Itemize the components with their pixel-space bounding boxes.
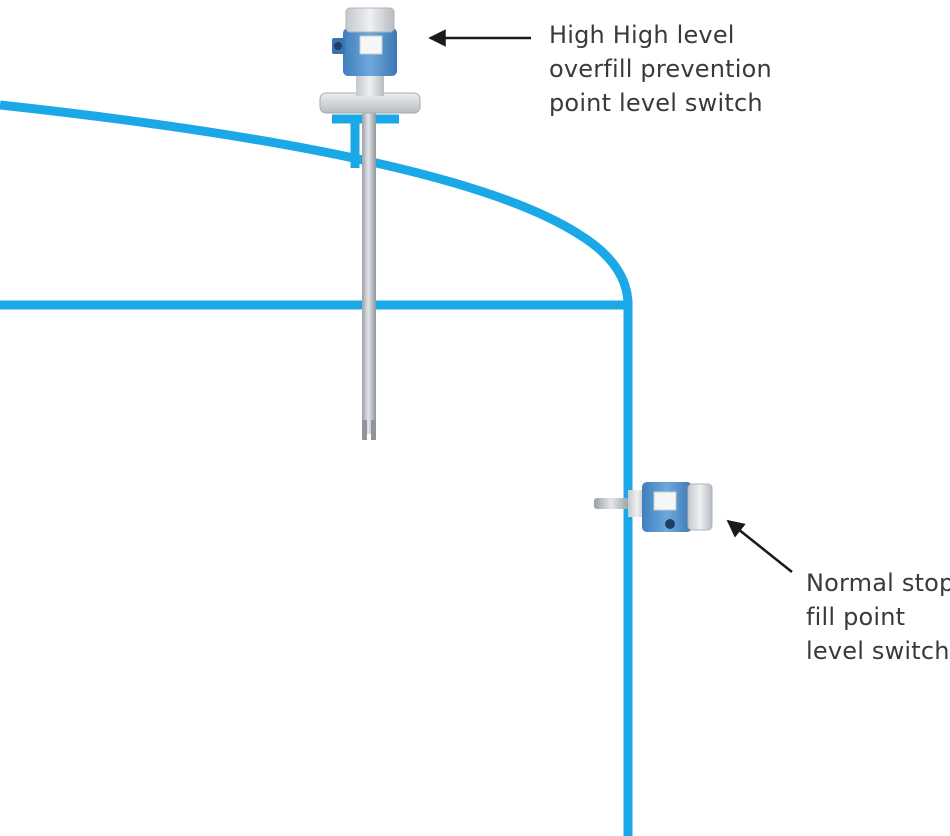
tank-outline [0,100,633,836]
callout-line: level switch [806,637,950,665]
normal-stop-switch-label: Normal stop fill point level switch [806,566,950,668]
callout-line: point level switch [549,89,763,117]
high-high-switch-label: High High level overfill prevention poin… [549,18,772,120]
tank-nozzle [332,114,399,168]
tank-roof [0,100,633,306]
callout-line: overfill prevention [549,55,772,83]
vibrating-fork-level-switch-icon [319,7,421,440]
arrow-up-left-icon [726,519,793,573]
callout-line: Normal stop [806,569,950,597]
compact-point-level-switch-icon [594,482,713,532]
callout-line: High High level [549,21,735,49]
callout-line: fill point [806,603,906,631]
